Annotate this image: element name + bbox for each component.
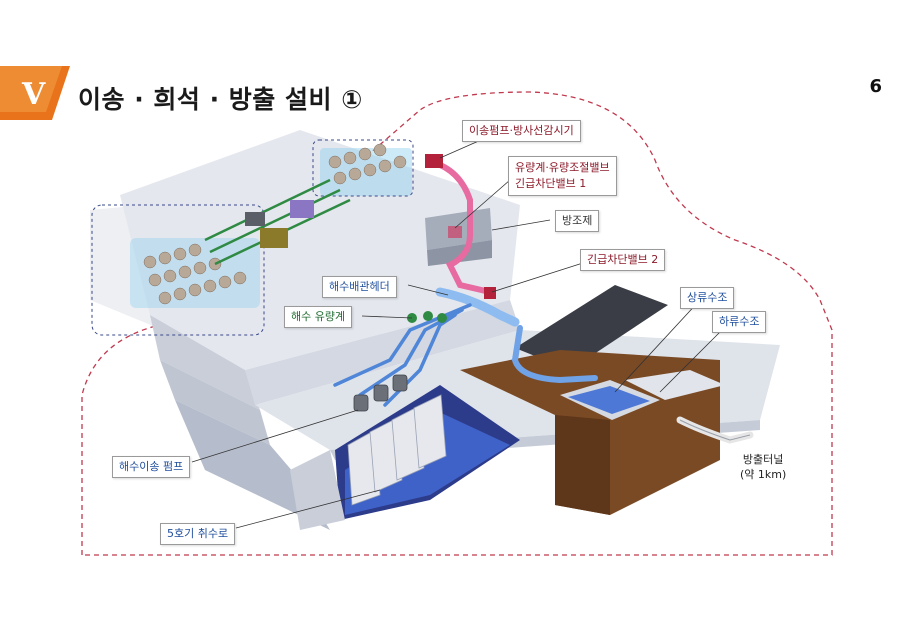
- upper-tank-water: [568, 386, 650, 414]
- intake-screens: [347, 394, 447, 506]
- embankment-top: [120, 130, 520, 370]
- badge-text: V: [21, 77, 46, 112]
- label-intake-channel: 5호기 취수로: [160, 523, 236, 545]
- label-lower-tank: 하류수조: [712, 311, 767, 333]
- label-transfer-pump-radiation-monitor: 이송펌프·방사선감시기: [462, 120, 581, 142]
- page-title: 이송 · 희석 · 방출 설비 ①: [78, 85, 363, 114]
- equipment-olive: [260, 228, 288, 248]
- tank-cluster-lower: [130, 238, 260, 308]
- label-seawater-pump: 해수이송 펌프: [112, 456, 191, 478]
- embankment-lower: [175, 400, 330, 530]
- header-to-tank-pipe: [511, 325, 598, 384]
- seawater-header-pipe: [435, 287, 520, 327]
- tank-cluster-upper-frame: [312, 139, 414, 197]
- earth-pit-shade: [555, 415, 610, 515]
- tank-cluster-lower-frame: [91, 204, 265, 336]
- emergency-valve-2-icon: [484, 287, 496, 299]
- embankment-slope-2: [160, 360, 270, 445]
- tank-cluster-upper: [320, 143, 412, 196]
- embankment-front: [245, 300, 520, 405]
- leader-lines: [191, 135, 731, 529]
- label-flowmeter-valves: 유량계·유량조절밸브 긴급차단밸브 1: [508, 156, 617, 196]
- seawater-pump-icons: [353, 374, 408, 412]
- lower-tank-basin: [625, 370, 725, 400]
- equipment-gray: [245, 212, 265, 226]
- label-seawater-flowmeter: 해수 유량계: [284, 306, 353, 328]
- label-discharge-tunnel-line2: (약 1km): [740, 468, 787, 481]
- section-badge: V: [0, 66, 70, 120]
- label-seawater-header: 해수배관헤더: [322, 276, 397, 298]
- page-number: 6: [869, 76, 882, 97]
- transfer-pump-icon: [425, 154, 443, 168]
- transfer-pipe-pink: [429, 159, 493, 295]
- label-flowmeter-valve-line1: 유량계·유량조절밸브: [515, 161, 610, 174]
- label-upper-tank: 상류수조: [680, 287, 735, 309]
- dark-slab: [515, 285, 668, 370]
- label-seawall: 방조제: [555, 210, 600, 232]
- label-discharge-tunnel-line1: 방출터널: [742, 453, 784, 466]
- flowmeter-valve-icon: [448, 226, 462, 238]
- label-flowmeter-valve-line2: 긴급차단밸브 1: [515, 177, 587, 190]
- embankment-slope-1: [150, 315, 260, 410]
- label-emergency-valve-2: 긴급차단밸브 2: [580, 249, 666, 271]
- equipment-purple: [290, 200, 314, 218]
- label-discharge-tunnel: 방출터널 (약 1km): [740, 452, 786, 482]
